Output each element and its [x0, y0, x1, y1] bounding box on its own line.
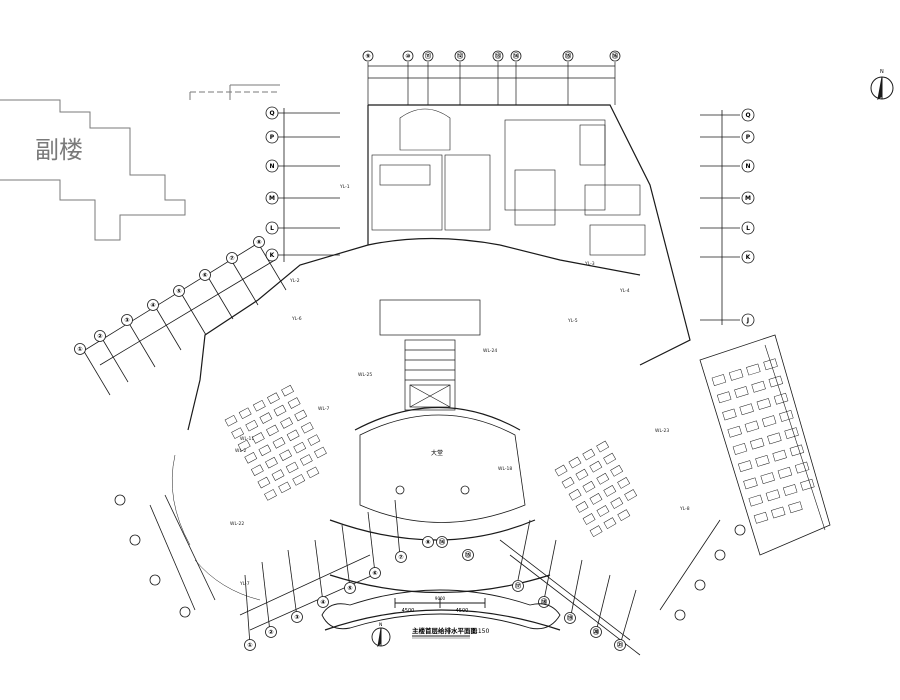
drawing-scale: 1:150	[472, 628, 489, 635]
axis-bl-2: ③	[294, 614, 299, 621]
left-dining-tables	[171, 384, 327, 601]
right-dining-tables	[554, 440, 638, 538]
axis-top-4: ⑬	[495, 52, 501, 60]
axis-left-2: N	[269, 163, 274, 170]
north-label-top: N	[880, 69, 884, 75]
north-arrow-icon	[870, 76, 894, 101]
diagonal-axes-lower-right	[499, 519, 746, 656]
entrance-canopy	[321, 589, 561, 630]
axis-diag-5: ⑥	[202, 272, 207, 279]
axis-bm-0: ⑧	[425, 539, 430, 546]
bottom-mid-axes	[422, 536, 474, 561]
diagonal-axes-lower-left	[114, 494, 407, 651]
axis-top-7: ⑯	[612, 52, 618, 60]
axis-bl-5: ⑥	[372, 570, 377, 577]
pipe-tag: YL-5	[567, 318, 578, 324]
pipe-tag: YL-7	[239, 581, 250, 587]
main-building-outline	[187, 104, 691, 631]
axis-bl-4: ⑤	[347, 585, 352, 592]
annex-building	[0, 84, 280, 241]
axis-diag-6: ⑦	[229, 255, 234, 262]
axis-right-0: Q	[745, 112, 750, 119]
pipe-tag: WL-22	[230, 521, 244, 527]
east-banquet-hall	[699, 334, 831, 556]
axis-diag-2: ③	[124, 317, 129, 324]
axis-bubble-10	[402, 50, 414, 62]
pipe-tag: WL-18	[498, 466, 512, 472]
axis-bl-0: ①	[247, 642, 252, 649]
top-dimension-chain	[367, 62, 616, 105]
axis-bm-2: ⑮	[465, 551, 471, 559]
axis-diag-3: ④	[150, 302, 155, 309]
axis-left-0: Q	[269, 110, 274, 117]
axis-br-3: ⑳	[593, 628, 599, 636]
axis-left-1: P	[270, 134, 275, 141]
pipe-tag: WL-11	[240, 436, 254, 442]
pipe-tag: YL-3	[584, 261, 595, 267]
dim-left: 4500	[402, 608, 415, 614]
right-grid-axes	[700, 108, 755, 327]
axis-br-4: ㉑	[617, 641, 623, 649]
stair-core	[379, 299, 481, 411]
axis-right-4: L	[746, 225, 750, 232]
axis-bl-3: ④	[320, 599, 325, 606]
axis-bl-6: ⑦	[398, 554, 403, 561]
axis-diag-4: ⑤	[176, 288, 181, 295]
axis-br-1: ⑱	[541, 598, 547, 606]
pipe-tag: WL-24	[483, 348, 497, 354]
kitchen-zone	[371, 108, 646, 256]
pipe-tag: YL-8	[679, 506, 690, 512]
pipe-tag: WL-25	[358, 372, 372, 378]
axis-top-3: ⑫	[457, 52, 463, 60]
axis-left-4: L	[270, 225, 274, 232]
axis-top-6: ⑮	[565, 52, 571, 60]
pipe-tag: WL-7	[318, 406, 330, 412]
axis-br-2: ⑲	[567, 614, 573, 622]
annex-label: 副楼	[35, 136, 83, 164]
axis-diag-1: ②	[97, 333, 102, 340]
pipe-tag: WL-23	[655, 428, 669, 434]
north-label-bottom: N	[379, 622, 382, 628]
axis-bubble-9	[362, 50, 374, 62]
axis-bl-1: ②	[268, 629, 273, 636]
axis-bubble-16	[609, 50, 621, 62]
axis-right-5: K	[746, 254, 751, 261]
axis-top-1: ⑩	[405, 53, 410, 60]
axis-bubble-15	[562, 50, 574, 62]
pipe-tag: WL-2	[235, 448, 247, 454]
axis-diag-7: ⑧	[256, 239, 261, 246]
axis-bm-1: ⑭	[439, 538, 445, 546]
left-grid-axes	[265, 106, 340, 262]
axis-top-2: ⑪	[425, 52, 431, 60]
dim-right: 4500	[456, 608, 469, 614]
axis-left-5: K	[270, 252, 275, 259]
axis-bubble-11	[422, 50, 434, 62]
top-grid-axes	[362, 50, 621, 62]
axis-right-6: J	[746, 317, 749, 324]
pipe-tag: YL-2	[289, 278, 300, 284]
axis-br-0: ⑰	[515, 582, 521, 590]
axis-top-5: ⑭	[513, 52, 519, 60]
axis-left-3: M	[269, 195, 275, 202]
axis-bubble-13	[492, 50, 504, 62]
pipe-tag: YL-1	[339, 184, 350, 190]
axis-right-1: P	[746, 134, 751, 141]
pipe-tag: YL-4	[619, 288, 630, 294]
pipe-riser-tags: WL-11 WL-2 WL-7 WL-22 WL-24 WL-25 WL-23 …	[230, 184, 690, 587]
lobby-area	[359, 414, 526, 523]
axis-right-3: M	[745, 195, 751, 202]
diagonal-axes-upper-left	[74, 236, 287, 396]
axis-bubble-14	[510, 50, 522, 62]
axis-diag-0: ①	[77, 346, 82, 353]
axis-bubble-12	[454, 50, 466, 62]
pipe-tag: YL-6	[291, 316, 302, 322]
lobby-label: 大堂	[431, 449, 443, 457]
dim-total: 9000	[435, 596, 446, 601]
north-arrow-bottom-icon	[371, 627, 391, 648]
drawing-title: 主楼首层给排水平面图	[412, 626, 478, 635]
axis-top-0: ⑨	[365, 53, 370, 60]
axis-right-2: N	[745, 163, 750, 170]
